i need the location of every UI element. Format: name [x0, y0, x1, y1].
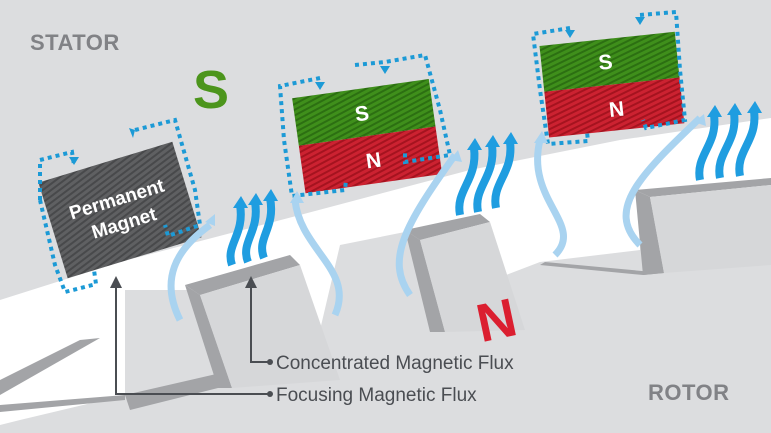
focusing-flux-path-3 — [530, 9, 688, 147]
electromagnet-2: S N — [539, 31, 685, 138]
electromagnet-1-south-label: S — [353, 102, 370, 127]
focusing-flux-path-2 — [277, 52, 453, 199]
flux-lines-group-3 — [622, 101, 762, 248]
electromagnet-1-north-label: N — [365, 149, 383, 174]
electromagnet-2-north-label: N — [608, 98, 625, 122]
focusing-flux-path-1 — [38, 117, 203, 295]
stator-south-pole-label: S — [193, 60, 229, 120]
electromagnet-2-south-label: S — [597, 51, 613, 75]
air-gap-band — [0, 118, 771, 425]
rotor-tooth-4 — [540, 178, 771, 275]
callout-concentrated-flux: Concentrated Magnetic Flux — [276, 353, 514, 374]
flux-lines-group-2 — [395, 131, 567, 298]
rotor-tooth-1 — [0, 338, 230, 410]
stator-label: STATOR — [30, 30, 120, 55]
rotor-label: ROTOR — [648, 380, 730, 405]
permanent-magnet: Permanent Magnet — [38, 141, 202, 279]
electromagnet-1: S N — [292, 78, 443, 194]
rotor-tooth-3 — [405, 214, 525, 332]
rotor-tooth-2 — [185, 255, 340, 388]
callout-leaders — [110, 276, 273, 397]
callout-focusing-flux: Focusing Magnetic Flux — [276, 385, 477, 406]
flux-lines-group-1 — [167, 189, 343, 322]
